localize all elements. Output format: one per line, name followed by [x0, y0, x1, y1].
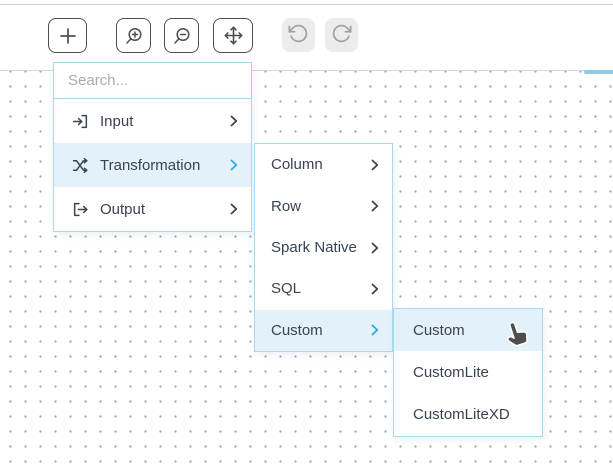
search-input[interactable]	[66, 71, 240, 90]
top-divider	[0, 4, 613, 5]
menu-item-label: Input	[100, 112, 134, 130]
zoom-out-icon	[172, 26, 192, 46]
menu-item-custom-leaf[interactable]: Custom	[394, 309, 542, 352]
menu-item-label: Column	[271, 156, 323, 174]
menu-item-label: CustomLite	[413, 363, 489, 381]
plus-icon	[58, 26, 78, 46]
move-icon	[223, 25, 244, 46]
node-search-box	[53, 62, 252, 99]
scroll-indicator[interactable]	[584, 70, 613, 74]
menu-item-label: SQL	[271, 280, 302, 298]
zoom-in-icon	[124, 26, 144, 46]
chevron-right-icon	[371, 159, 379, 171]
menu-item-custom[interactable]: Custom	[255, 309, 392, 352]
menu-item-label: CustomLiteXD	[413, 406, 510, 424]
input-icon	[72, 113, 89, 130]
chevron-right-icon	[371, 283, 379, 295]
chevron-right-icon	[371, 324, 379, 336]
menu-item-sql[interactable]: SQL	[255, 268, 392, 309]
menu-item-transformation[interactable]: Transformation	[54, 143, 251, 187]
transformation-submenu: Column Row Spark Native SQL	[254, 143, 393, 352]
output-icon	[72, 201, 89, 218]
menu-item-output[interactable]: Output	[54, 187, 251, 231]
menu-item-row[interactable]: Row	[255, 185, 392, 226]
undo-button[interactable]	[282, 18, 315, 52]
redo-icon	[331, 23, 352, 47]
menu-item-label: Spark Native	[271, 239, 357, 257]
chevron-right-icon	[371, 200, 379, 212]
menu-item-customlitexd[interactable]: CustomLiteXD	[394, 394, 542, 436]
menu-item-input[interactable]: Input	[54, 99, 251, 143]
node-type-menu: Input Transformation	[53, 98, 252, 232]
menu-item-label: Output	[100, 200, 146, 218]
chevron-right-icon	[230, 203, 238, 215]
add-node-button[interactable]	[48, 18, 87, 53]
zoom-in-button[interactable]	[116, 18, 151, 53]
pan-button[interactable]	[213, 18, 253, 53]
menu-item-label: Custom	[413, 321, 465, 339]
menu-item-column[interactable]: Column	[255, 144, 392, 185]
menu-item-customlite[interactable]: CustomLite	[394, 351, 542, 393]
menu-item-label: Row	[271, 197, 302, 215]
redo-button[interactable]	[325, 18, 358, 52]
menu-item-spark-native[interactable]: Spark Native	[255, 227, 392, 268]
undo-icon	[288, 23, 309, 47]
menu-item-label: Custom	[271, 321, 323, 339]
menu-item-label: Transformation	[100, 156, 201, 174]
shuffle-icon	[72, 157, 89, 174]
zoom-out-button[interactable]	[164, 18, 199, 53]
chevron-right-icon	[230, 115, 238, 127]
chevron-right-icon	[230, 159, 238, 171]
chevron-right-icon	[371, 242, 379, 254]
custom-submenu: Custom CustomLite CustomLiteXD	[393, 308, 543, 437]
canvas-divider	[0, 70, 613, 71]
